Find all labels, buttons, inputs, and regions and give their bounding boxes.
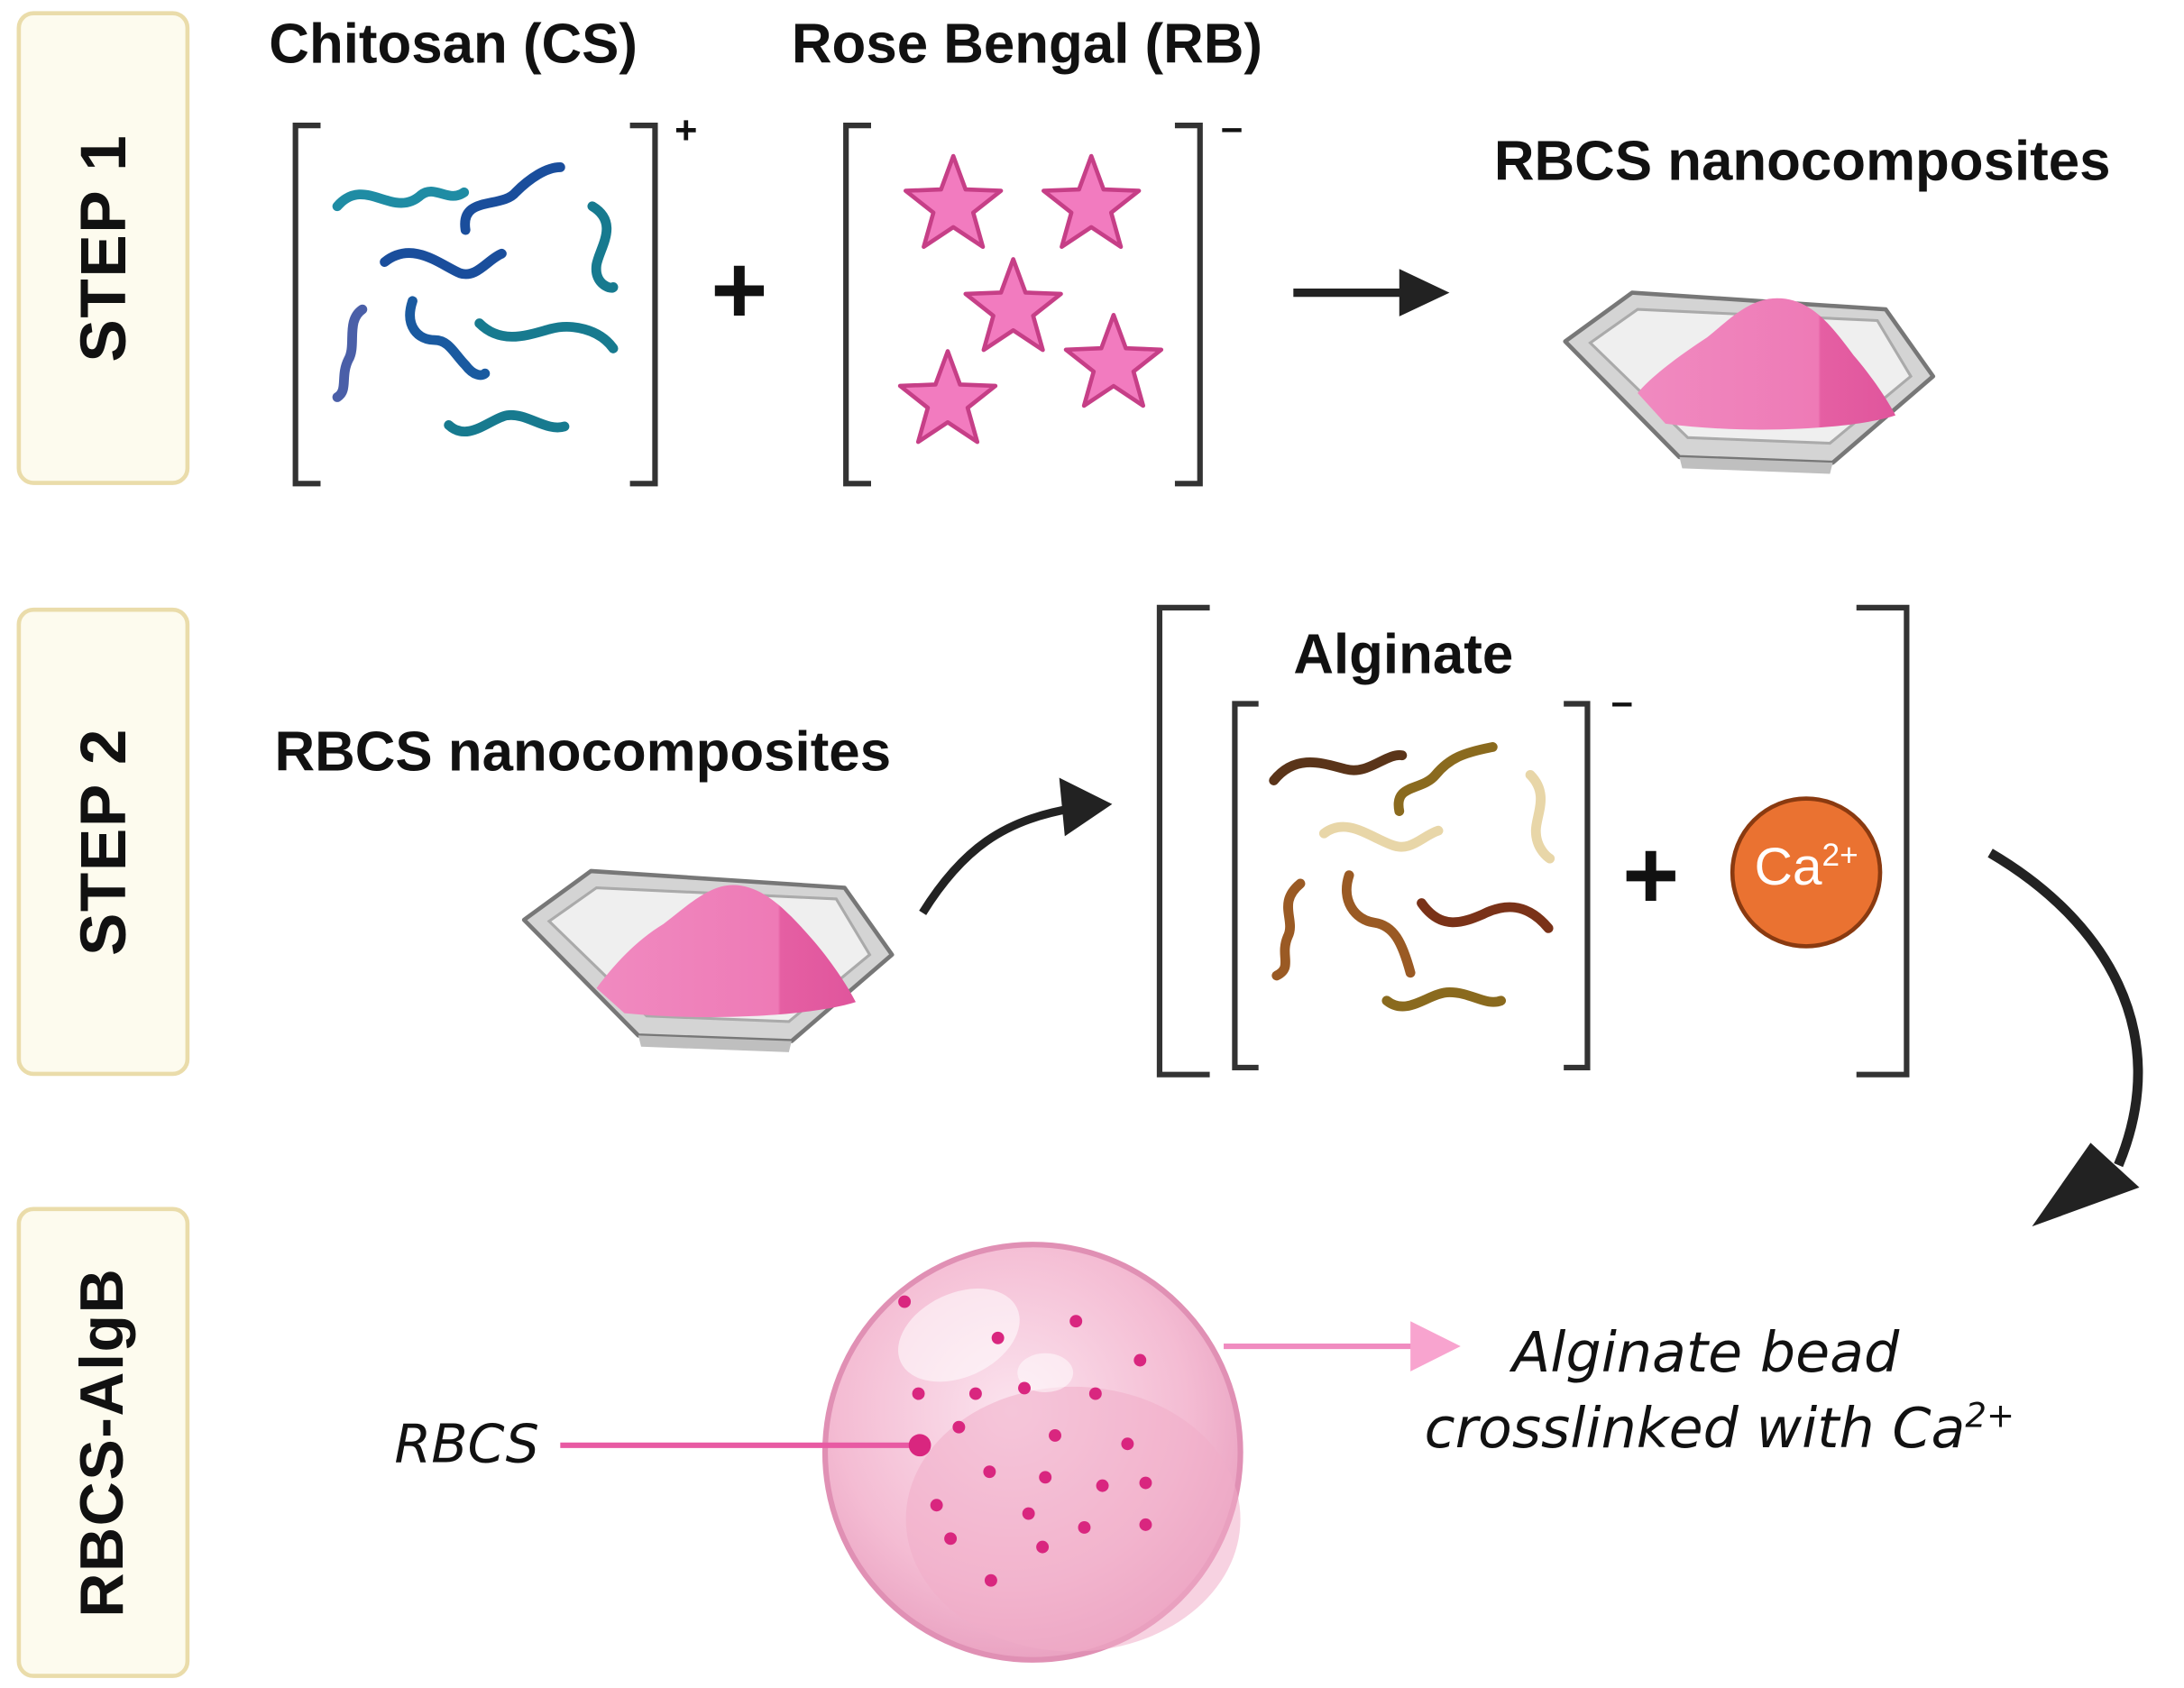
step2-plus: + xyxy=(1622,821,1680,930)
step3-box: RBCS-AlgB xyxy=(16,1206,190,1678)
rbcs-particle xyxy=(983,1465,996,1479)
rbcs-particle xyxy=(1069,1315,1083,1328)
rbcs-particle xyxy=(944,1532,958,1546)
rbcs-particle xyxy=(968,1387,982,1400)
step2-input-label: RBCS nanocomposites xyxy=(274,721,892,784)
rbcs-particle xyxy=(1018,1381,1031,1395)
rbcs-particle xyxy=(1022,1507,1035,1520)
chitosan-strands xyxy=(332,162,619,436)
rose-bengal-bracket xyxy=(843,123,1203,487)
alginate-charge: – xyxy=(1610,680,1633,724)
calcium-ion xyxy=(1730,796,1883,949)
rose-bengal-stars xyxy=(897,153,1164,445)
step1-plus: + xyxy=(711,235,768,344)
rbcs-particle xyxy=(1036,1540,1050,1554)
chitosan-charge: + xyxy=(674,108,698,152)
alginate-outer-bracket xyxy=(1156,604,1910,1078)
rose-bengal-label: Rose Bengal (RB) xyxy=(791,14,1263,76)
calcium-ion-label: Ca2+ xyxy=(1742,836,1870,898)
rbcs-pointer-label: RBCS xyxy=(394,1413,539,1475)
rose-bengal-star xyxy=(963,257,1063,353)
step1-product-tray xyxy=(1563,290,1936,474)
step3-curved-arrow xyxy=(1987,849,2143,1227)
rbcs-particle xyxy=(1049,1429,1061,1442)
bead-label-charge: 2+ xyxy=(1965,1396,2015,1436)
alginate-label: Alginate xyxy=(1293,624,1514,686)
rbcs-particle xyxy=(898,1295,912,1308)
rose-bengal-star xyxy=(1042,153,1142,250)
rbcs-particle xyxy=(1096,1479,1109,1492)
bead-label-line1: Alginate bead xyxy=(1511,1321,1900,1386)
step1-box: STEP 1 xyxy=(16,11,190,485)
alginate-strands xyxy=(1269,742,1555,1012)
alginate-inner-bracket xyxy=(1232,701,1591,1071)
rose-bengal-star xyxy=(1063,312,1164,408)
rbcs-particle xyxy=(1039,1471,1052,1484)
rbcs-particle xyxy=(984,1573,997,1587)
bead-label-arrow xyxy=(1224,1321,1461,1372)
calcium-ion-charge: 2+ xyxy=(1822,836,1858,873)
rose-bengal-charge: – xyxy=(1220,106,1243,150)
rbcs-dots xyxy=(898,1295,1152,1587)
alginate-bead xyxy=(821,1242,1243,1663)
step1-product-label: RBCS nanocomposites xyxy=(1493,131,2111,193)
rbcs-particle xyxy=(1139,1518,1152,1531)
rbcs-particle xyxy=(912,1387,925,1400)
rbcs-particle xyxy=(952,1420,966,1434)
rbcs-particle xyxy=(1121,1437,1134,1451)
step1-arrow xyxy=(1293,269,1450,316)
step2-curved-arrow xyxy=(919,777,1113,915)
rbcs-particle xyxy=(930,1499,943,1512)
rose-bengal-star xyxy=(897,349,998,445)
rose-bengal-star xyxy=(904,153,1004,250)
rbcs-particle xyxy=(1139,1476,1152,1490)
bead-label-line2: crosslinked with Ca2+ xyxy=(1425,1397,2015,1462)
rbcs-pointer xyxy=(560,1434,931,1457)
rbcs-particle xyxy=(1133,1353,1147,1367)
rbcs-particle xyxy=(1088,1387,1102,1400)
chitosan-label: Chitosan (CS) xyxy=(269,14,638,76)
rbcs-particle xyxy=(991,1331,1005,1344)
calcium-ion-symbol: Ca xyxy=(1754,838,1822,897)
step2-box: STEP 2 xyxy=(16,607,190,1077)
rbcs-particle xyxy=(1078,1521,1091,1534)
chitosan-bracket xyxy=(292,123,658,487)
bead-label-line2-text: crosslinked with Ca xyxy=(1424,1397,1966,1462)
step2-input-tray xyxy=(521,868,895,1052)
